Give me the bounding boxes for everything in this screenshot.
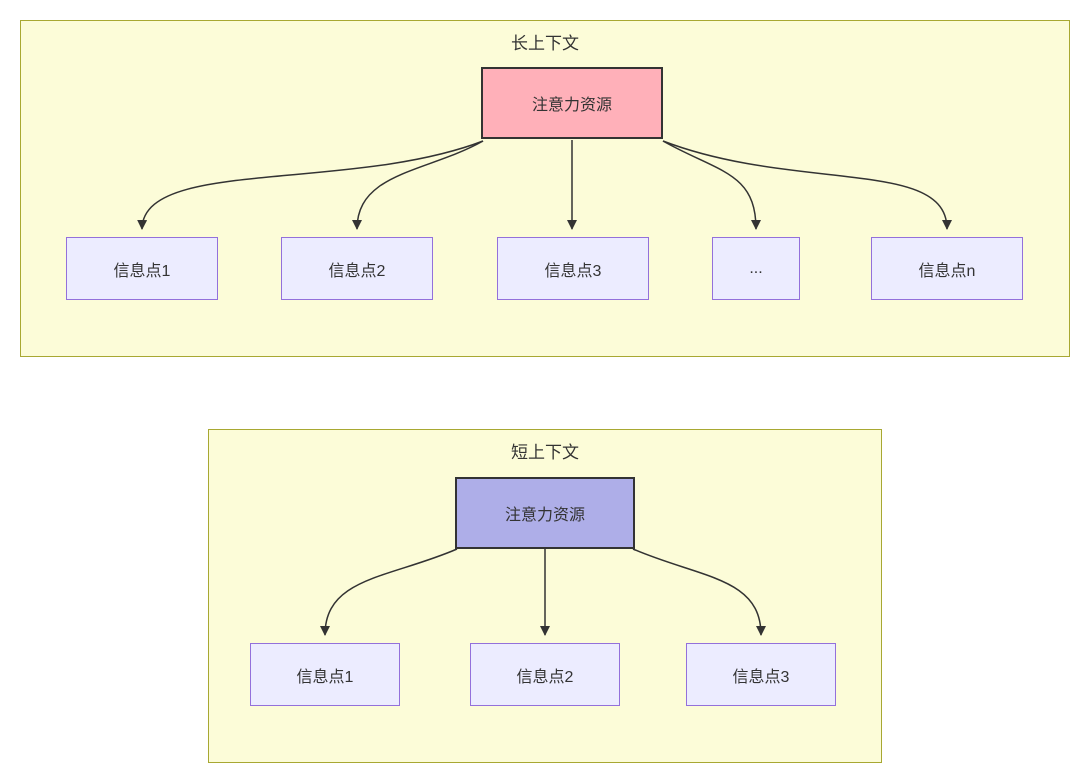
info-node-long-3: 信息点3 bbox=[497, 237, 649, 300]
info-node-long-n: 信息点n bbox=[871, 237, 1023, 300]
info-node-short-1: 信息点1 bbox=[250, 643, 400, 706]
attention-node-long: 注意力资源 bbox=[481, 67, 663, 139]
short-context-title: 短上下文 bbox=[511, 443, 579, 462]
attention-node-short: 注意力资源 bbox=[455, 477, 635, 549]
long-context-title: 长上下文 bbox=[511, 34, 579, 53]
info-node-long-1: 信息点1 bbox=[66, 237, 218, 300]
info-node-short-2: 信息点2 bbox=[470, 643, 620, 706]
info-node-short-3: 信息点3 bbox=[686, 643, 836, 706]
info-node-long-2: 信息点2 bbox=[281, 237, 433, 300]
info-node-long-dots: ... bbox=[712, 237, 800, 300]
